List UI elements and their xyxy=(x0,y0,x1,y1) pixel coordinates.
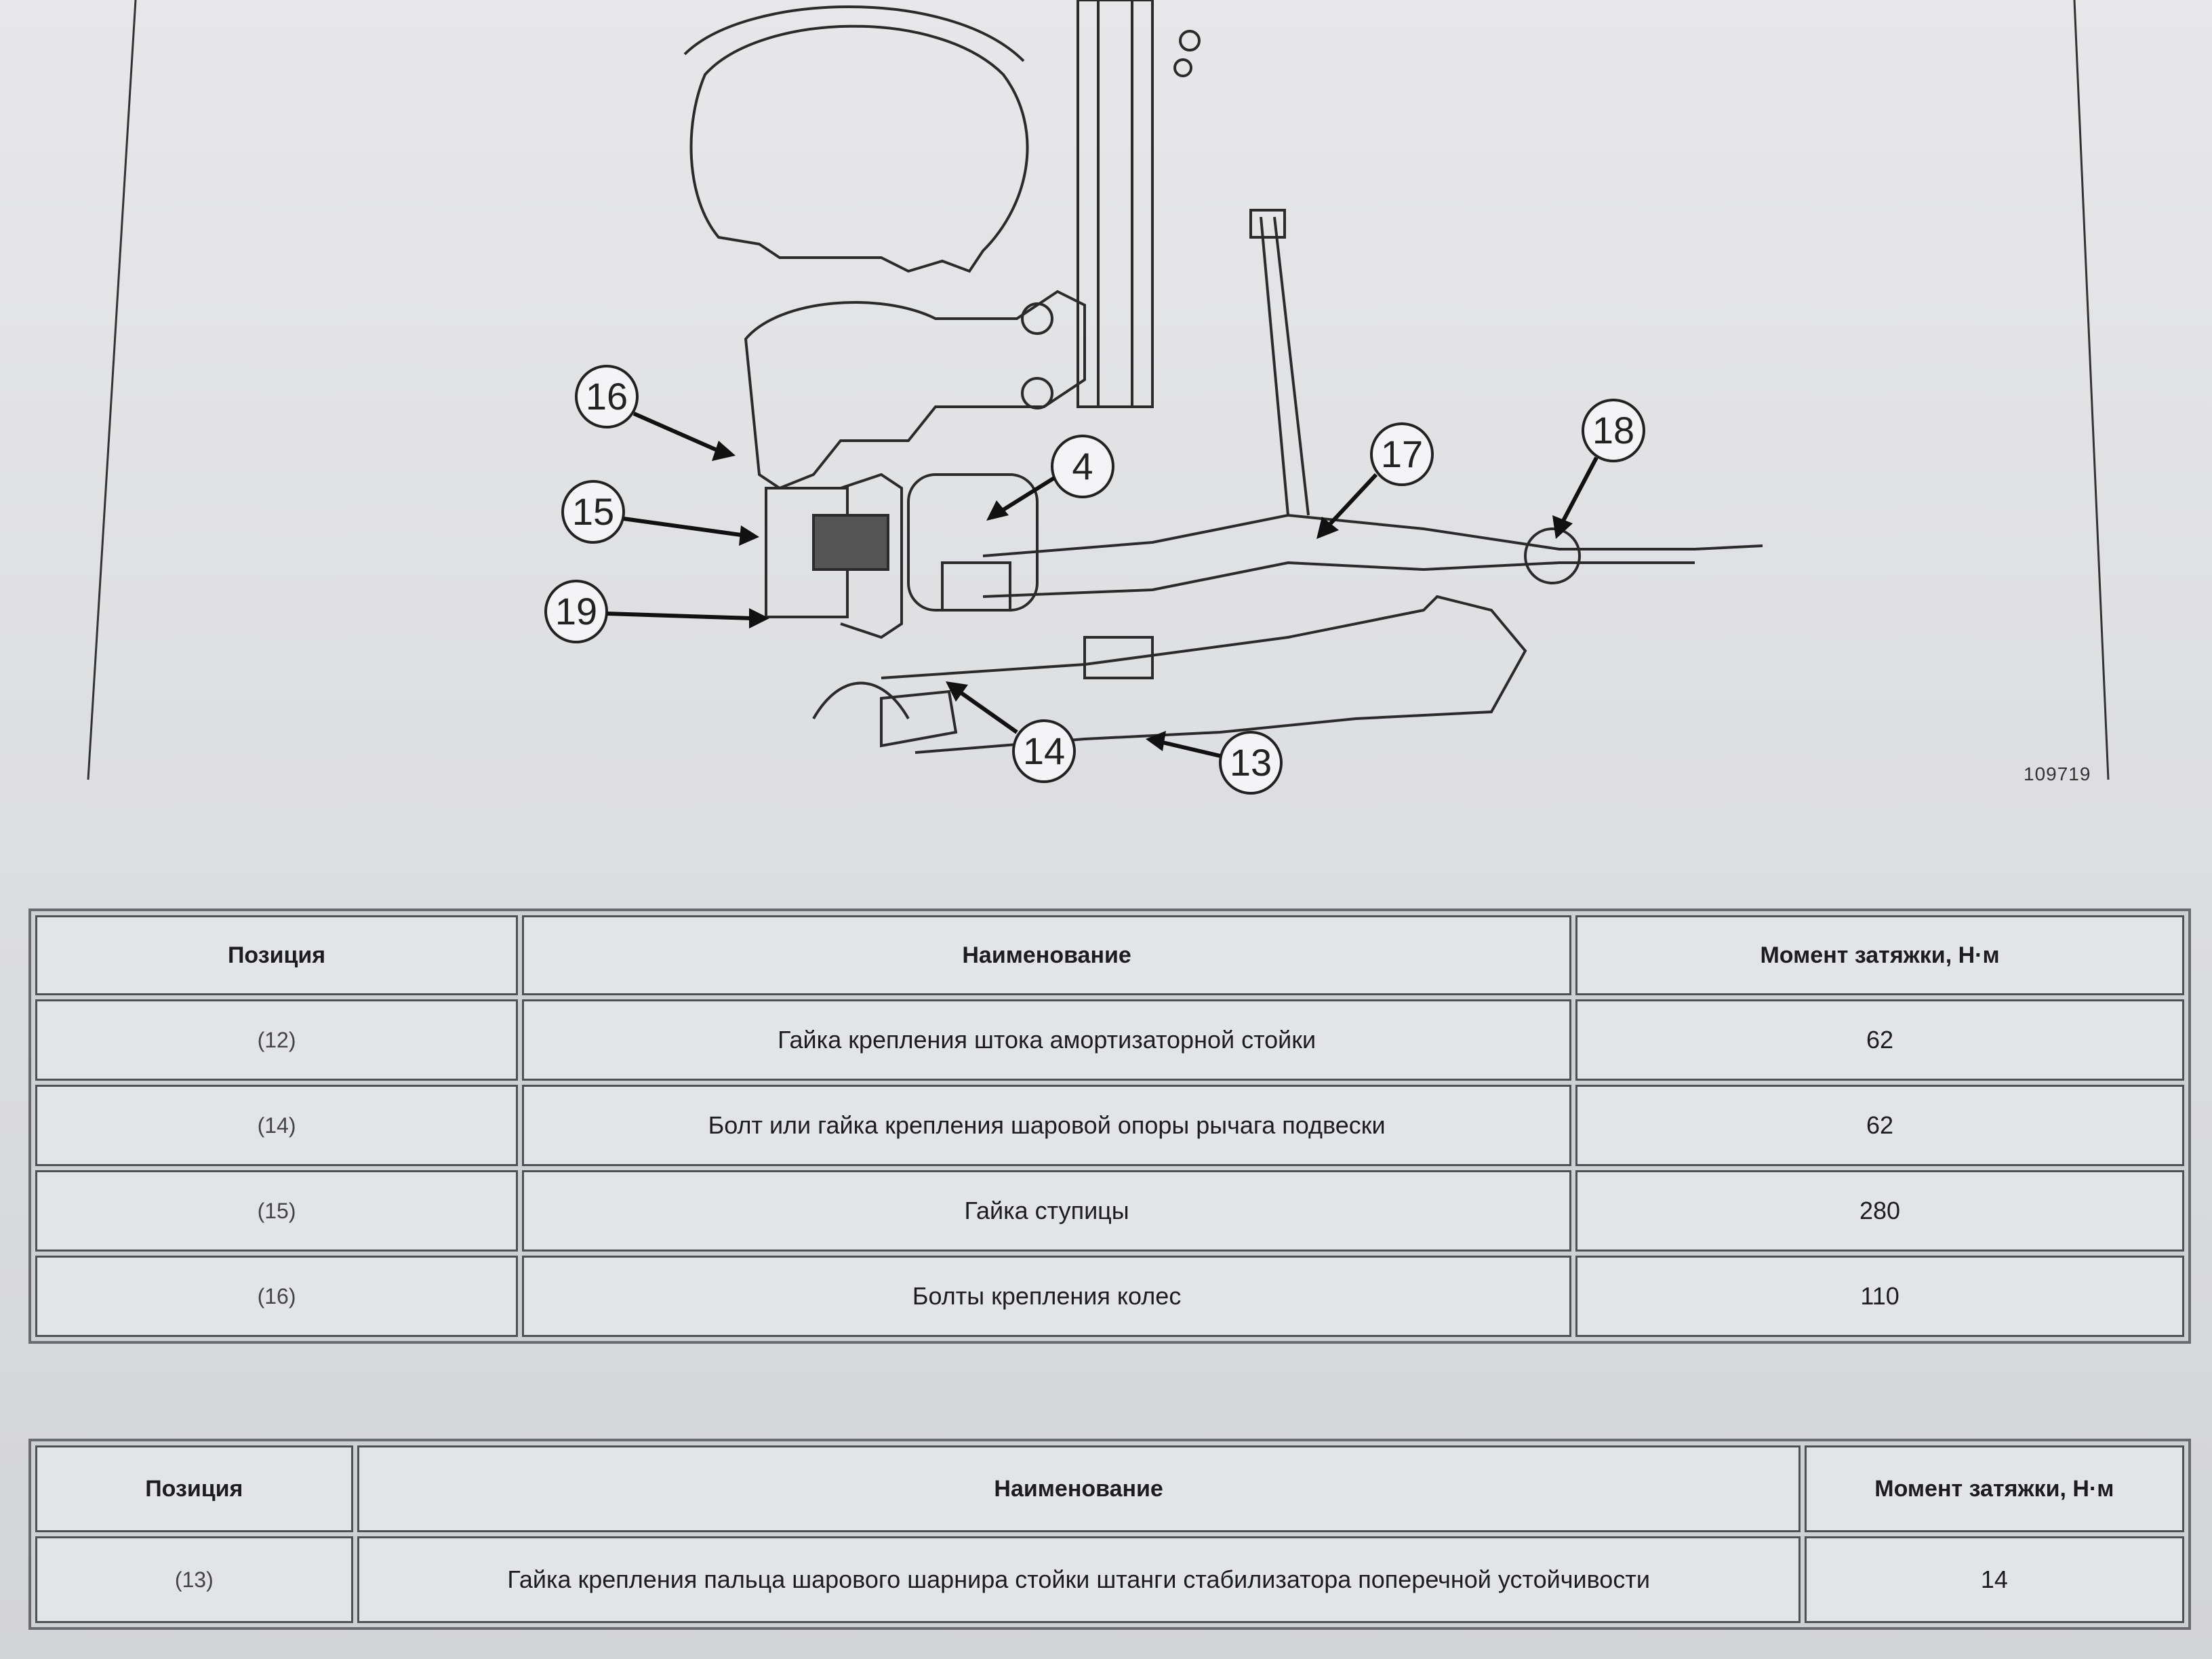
row-torque: 62 xyxy=(1575,1085,2184,1166)
callout-13: 13 xyxy=(1146,731,1283,795)
svg-text:15: 15 xyxy=(572,490,614,533)
callout-18: 18 xyxy=(1552,399,1645,539)
header-position: Позиция xyxy=(35,1445,353,1532)
svg-text:4: 4 xyxy=(1072,445,1093,487)
table-header-row: Позиция Наименование Момент затяжки, Н·м xyxy=(35,915,2184,995)
table-row: (15) Гайка ступицы 280 xyxy=(35,1170,2184,1252)
header-name: Наименование xyxy=(357,1445,1801,1532)
row-position: (16) xyxy=(35,1256,519,1337)
callout-14: 14 xyxy=(946,681,1076,783)
torque-table-main: Позиция Наименование Момент затяжки, Н·м… xyxy=(28,908,2191,1344)
table-row: (13) Гайка крепления пальца шарового шар… xyxy=(35,1536,2184,1623)
callout-19: 19 xyxy=(544,580,769,643)
svg-text:16: 16 xyxy=(586,375,628,418)
table-row: (12) Гайка крепления штока амортизаторно… xyxy=(35,999,2184,1081)
callout-16: 16 xyxy=(575,365,736,461)
callout-4: 4 xyxy=(986,435,1114,521)
svg-text:18: 18 xyxy=(1592,409,1634,452)
row-position: (13) xyxy=(35,1536,353,1623)
row-position: (14) xyxy=(35,1085,519,1166)
svg-text:17: 17 xyxy=(1381,433,1423,475)
row-name: Болты крепления колес xyxy=(522,1256,1572,1337)
svg-text:19: 19 xyxy=(555,590,597,633)
header-torque: Момент затяжки, Н·м xyxy=(1804,1445,2184,1532)
row-position: (15) xyxy=(35,1170,519,1252)
suspension-schematic: 16 15 19 4 xyxy=(87,0,2110,795)
svg-text:13: 13 xyxy=(1230,741,1272,784)
row-torque: 110 xyxy=(1575,1256,2184,1337)
callout-17: 17 xyxy=(1316,422,1434,539)
header-torque: Момент затяжки, Н·м xyxy=(1575,915,2184,995)
suspension-drawing xyxy=(683,0,1763,754)
table-row: (16) Болты крепления колес 110 xyxy=(35,1256,2184,1337)
row-torque: 62 xyxy=(1575,999,2184,1081)
table-header-row: Позиция Наименование Момент затяжки, Н·м xyxy=(35,1445,2184,1532)
table-row: (14) Болт или гайка крепления шаровой оп… xyxy=(35,1085,2184,1166)
row-torque: 14 xyxy=(1804,1536,2184,1623)
header-position: Позиция xyxy=(35,915,519,995)
header-name: Наименование xyxy=(522,915,1572,995)
row-name: Болт или гайка крепления шаровой опоры р… xyxy=(522,1085,1572,1166)
row-torque: 280 xyxy=(1575,1170,2184,1252)
callout-markers: 16 15 19 4 xyxy=(544,365,1645,795)
callout-15: 15 xyxy=(561,480,759,546)
row-name: Гайка крепления пальца шарового шарнира … xyxy=(357,1536,1801,1623)
row-name: Гайка ступицы xyxy=(522,1170,1572,1252)
torque-table-stabilizer: Позиция Наименование Момент затяжки, Н·м… xyxy=(28,1439,2191,1630)
row-position: (12) xyxy=(35,999,519,1081)
figure-number: 109719 xyxy=(2024,763,2091,784)
svg-text:14: 14 xyxy=(1023,729,1065,772)
row-name: Гайка крепления штока амортизаторной сто… xyxy=(522,999,1572,1081)
